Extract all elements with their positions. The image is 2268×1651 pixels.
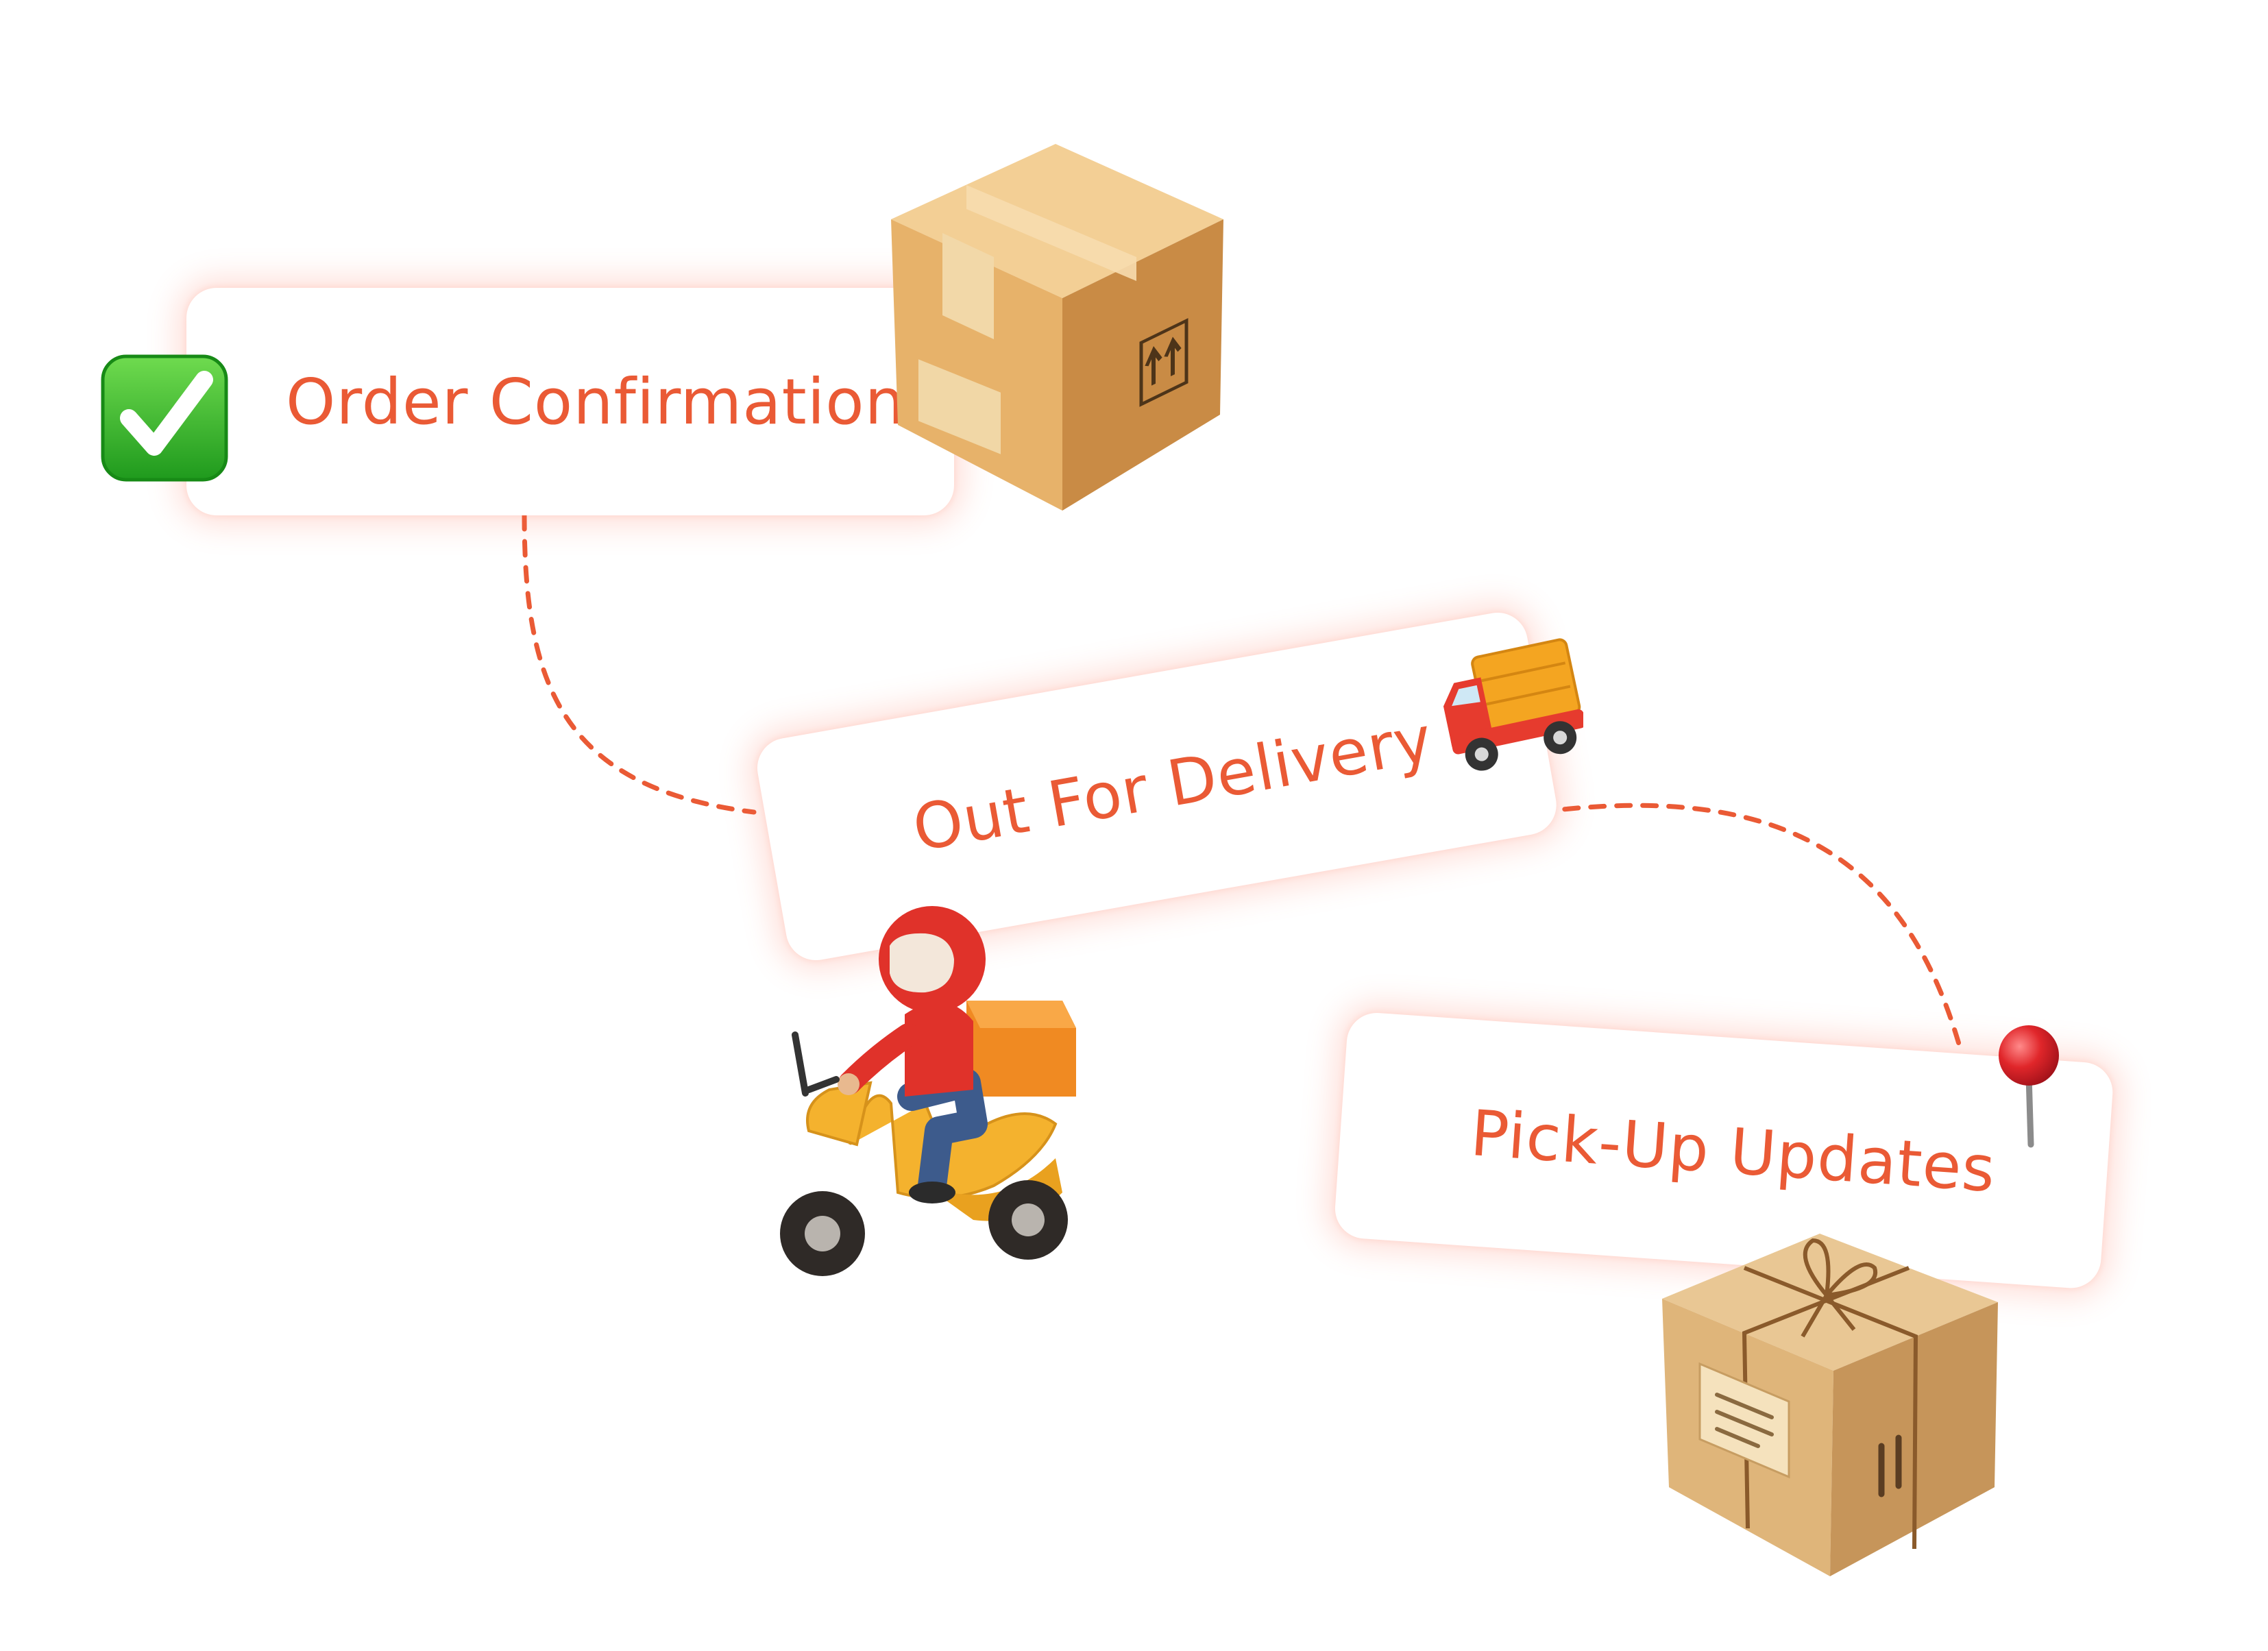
map-pin-icon	[1999, 1025, 2059, 1148]
step-card-order-confirmation: Order Confirmation	[186, 288, 954, 515]
check-mark-icon	[101, 354, 228, 482]
connector-delivery-to-pickup	[1536, 803, 1963, 1051]
step-label: Order Confirmation	[286, 365, 905, 439]
connector-order-to-delivery	[522, 513, 757, 815]
cardboard-box-icon	[891, 144, 1223, 511]
delivery-truck-icon	[1443, 638, 1583, 771]
step-label: Pick-Up Updates	[1468, 1096, 1999, 1206]
scooter-courier-icon	[780, 906, 1076, 1276]
tied-parcel-icon	[1662, 1234, 1998, 1576]
step-label: Out For Delivery	[907, 702, 1438, 866]
